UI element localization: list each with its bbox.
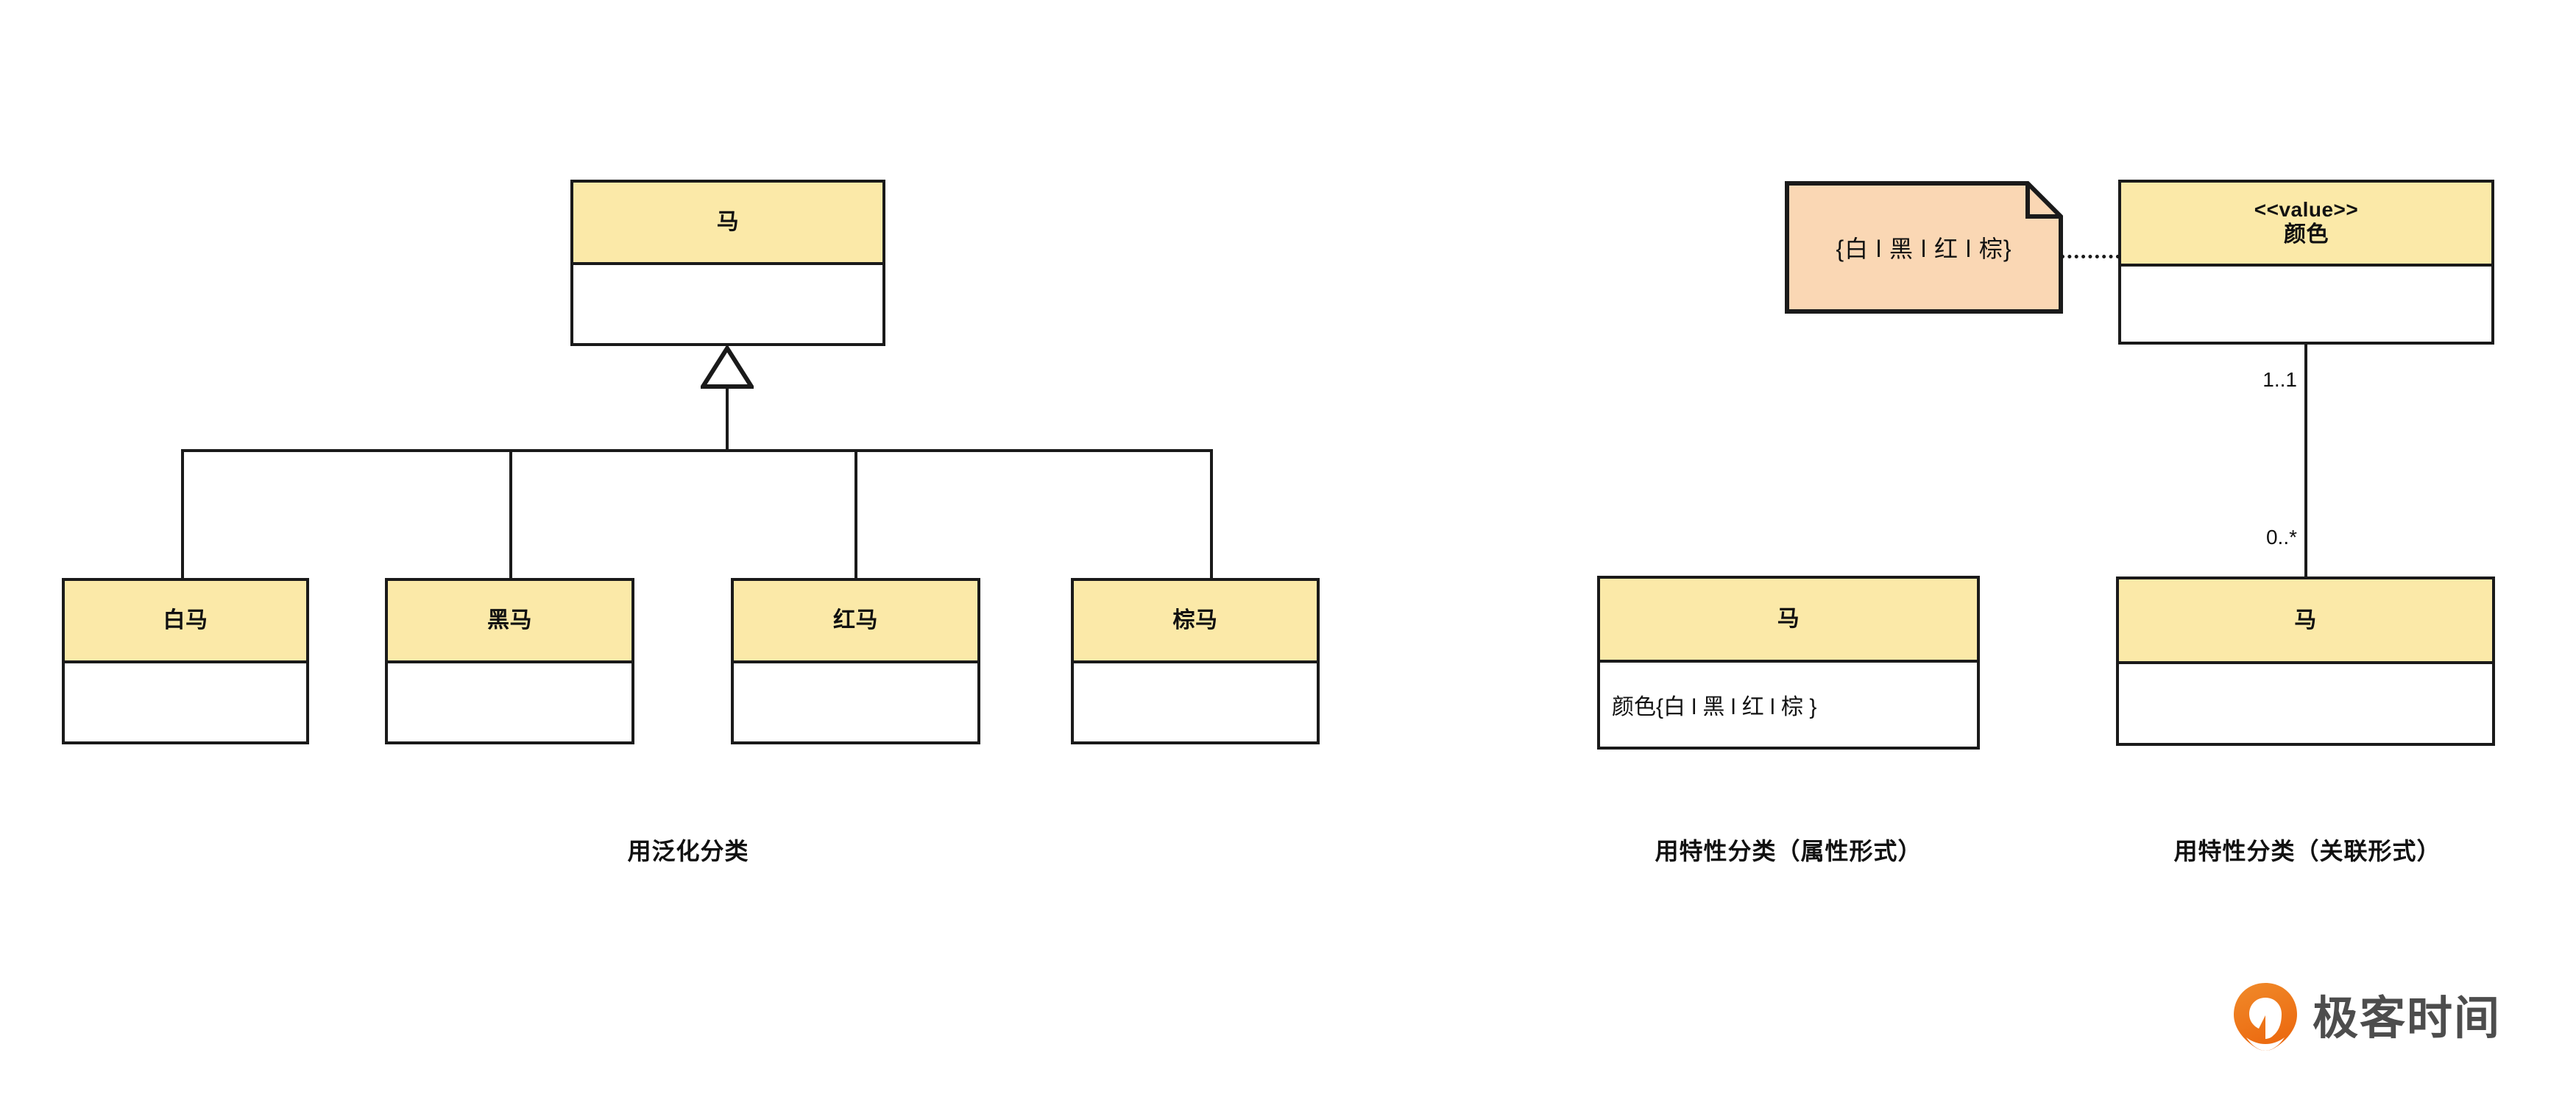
generalization-drop-line-4 [1210,449,1213,579]
generalization-stem [726,387,729,452]
class-box-horse-association[interactable]: 马 [2116,577,2495,746]
note-anchor-dotted-line [2061,255,2120,258]
class-name-label: 红马 [833,608,878,632]
brand-name-label: 极客时间 [2313,993,2502,1044]
class-name-label: 马 [1777,607,1800,631]
generalization-arrowhead [698,344,756,389]
class-attribute-compartment [1074,663,1317,741]
class-box-superclass-horse[interactable]: 马 [570,180,885,346]
class-name-label: 马 [716,210,740,234]
class-box-horse-with-color-attribute[interactable]: 马 颜色{白 l 黑 l 红 l 棕 } [1597,576,1980,750]
class-attribute-label: 颜色{白 l 黑 l 红 l 棕 } [1612,695,1817,719]
class-name-label: 马 [2294,607,2317,632]
class-attribute-compartment [573,265,882,343]
class-name-compartment: 马 [573,183,882,265]
class-attribute-compartment [388,663,631,741]
class-box-value-color[interactable]: <<value>> 颜色 [2118,180,2494,345]
multiplicity-source-label: 1..1 [2262,368,2297,391]
class-name-compartment: 白马 [65,581,306,663]
brand-logo: 极客时间 [2232,981,2501,1056]
class-box-subclass-brown-horse[interactable]: 棕马 [1071,578,1320,744]
generalization-distribution-line [181,449,1213,452]
class-attribute-compartment [2121,267,2491,342]
class-name-compartment: 红马 [734,581,977,663]
caption-association-form: 用特性分类（关联形式） [2173,838,2441,864]
class-name-label: 颜色 [2284,222,2329,247]
caption-generalization: 用泛化分类 [627,838,749,864]
geektime-pin-icon [2232,981,2299,1056]
class-stereotype-label: <<value>> [2254,197,2359,221]
class-name-label: 黑马 [487,608,532,632]
caption-attribute-form: 用特性分类（属性形式） [1655,838,1922,864]
association-line[interactable] [2304,345,2307,578]
note-color-enumeration[interactable]: {白 l 黑 l 红 l 棕} [1785,181,2063,314]
class-name-compartment: <<value>> 颜色 [2121,183,2491,267]
class-name-compartment: 马 [2119,579,2492,664]
class-attribute-compartment [734,663,977,741]
note-text-label: {白 l 黑 l 红 l 棕} [1836,236,2012,262]
generalization-drop-line-3 [854,449,857,579]
class-box-subclass-white-horse[interactable]: 白马 [62,578,309,744]
multiplicity-target-label: 0..* [2265,526,2297,549]
class-attribute-compartment [65,663,306,741]
class-name-compartment: 黑马 [388,581,631,663]
generalization-drop-line-1 [181,449,184,579]
class-name-label: 棕马 [1172,608,1218,632]
class-attribute-compartment [2119,664,2492,743]
class-name-compartment: 马 [1600,579,1977,663]
class-box-subclass-black-horse[interactable]: 黑马 [385,578,634,744]
generalization-drop-line-2 [509,449,512,579]
class-box-subclass-red-horse[interactable]: 红马 [731,578,980,744]
class-attribute-compartment: 颜色{白 l 黑 l 红 l 棕 } [1600,663,1977,747]
class-name-compartment: 棕马 [1074,581,1317,663]
class-name-label: 白马 [163,608,208,632]
